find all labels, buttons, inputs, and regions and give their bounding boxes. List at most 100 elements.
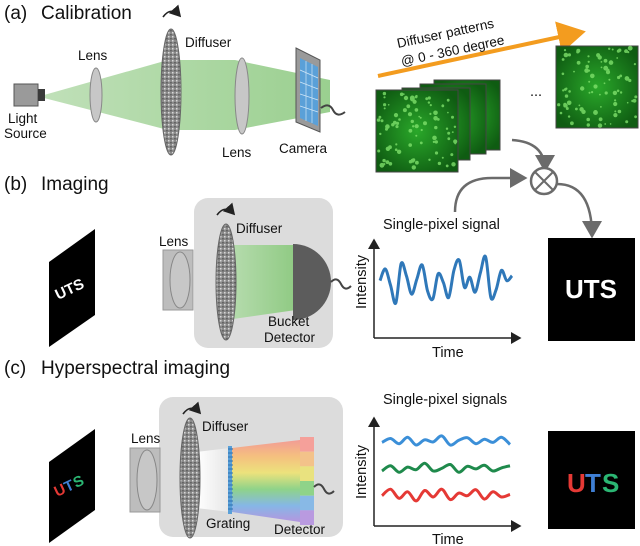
speckle-dot [453,125,457,128]
speckle-dot [566,100,572,106]
speckle-dot [590,73,595,79]
signal-c-series [381,461,511,474]
speckle-dot [557,103,561,107]
speckle-dot [451,162,456,167]
result-c-letter-t: T [585,468,601,498]
speckle-dot [447,111,449,114]
speckle-dot [433,110,438,116]
speckle-dot [593,84,598,89]
speckle-dot [628,78,632,83]
speckle-dot [446,98,450,102]
connector-result [556,182,602,239]
result-b-text: UTS [565,274,617,304]
speckle-dot [616,57,619,59]
result-c [548,431,635,529]
speckle-dot [605,70,611,75]
signal-c-ylabel: Intensity [354,444,370,499]
speckle-dot [437,161,442,166]
speckle-dot [419,116,422,119]
speckle-dot [409,95,415,101]
lens-b-label: Lens [159,234,189,249]
speckle-dots-last [557,45,638,128]
bucket-label-1: Bucket [268,314,310,329]
signal-b-title: Single-pixel signal [383,217,500,233]
detector-label: Detector [274,522,326,537]
ellipsis-label: ... [530,84,542,100]
speckle-dot [563,52,569,58]
speckle-dot [378,115,382,119]
speckle-dot [383,103,387,107]
speckle-dot [563,49,567,52]
lens-c-label: Lens [131,431,161,446]
speckle-dot [415,160,419,165]
object-card-c [49,429,95,543]
light-source-label-1: Light [8,111,38,126]
grating [228,446,233,514]
speckle-dot [600,106,602,108]
diffuser-b-label: Diffuser [236,221,283,236]
speckle-dot [385,160,390,165]
speckle-dot [410,119,414,124]
diffuser-c [179,417,201,539]
light-source-label-2: Source [4,126,47,141]
detector-segment [300,495,314,511]
speckle-dot [634,95,638,99]
speckle-dot [561,72,565,76]
speckle-dot [423,121,427,126]
speckle-dot [625,120,629,124]
speckle-dot [562,89,565,92]
signal-c-lines [380,434,512,503]
rotation-arrow-b [216,202,236,216]
speckle-dot [587,60,590,63]
bucket-label-2: Detector [264,330,316,345]
speckle-dot [603,82,606,85]
speckle-dot [600,66,603,69]
speckle-dot [403,95,409,101]
lens-2 [234,57,250,135]
speckle-dot [588,80,591,83]
calibration-beam [44,60,330,130]
speckle-dot [432,140,436,144]
speckle-dot [385,127,388,131]
speckle-dot [454,142,457,145]
signal-c-series [380,487,511,503]
object-card-c-text: U T S [52,472,87,501]
speckle-dot [613,113,618,118]
speckle-dot [617,109,622,114]
speckle-dot [428,158,431,161]
speckle-dot [584,68,589,73]
speckle-dot [382,158,386,163]
speckle-dot [445,164,449,168]
speckle-dot [377,149,381,153]
speckle-dot [617,75,621,80]
rotation-angle-arrow [377,21,586,78]
speckle-dot [619,74,623,78]
speckle-dot [580,86,585,91]
speckle-dot [412,99,417,104]
speckle-dot [559,111,563,115]
speckle-dot [451,115,454,119]
speckle-dot [604,91,608,95]
speckle-dot [418,115,421,118]
speckle-dot [563,88,567,91]
detector-segment [300,510,314,525]
speckle-dot [624,76,630,81]
imaging-beam [226,245,296,320]
speckle-dot [429,112,432,115]
speckle-dot [563,102,567,107]
speckle-dot [588,91,591,94]
speckle-dot [429,104,432,107]
speckle-dot [402,93,405,95]
speckle-dot [414,108,419,112]
section-b-letter: (b) [4,174,27,195]
speckle-dot [441,104,445,108]
lens-1-label: Lens [78,48,108,63]
speckle-dot [608,47,611,50]
bucket-cable [330,278,352,290]
speckle-dot [412,125,415,128]
speckle-dot [585,64,589,69]
diffuser-c-label: Diffuser [202,419,249,434]
speckle-dot [578,104,581,107]
